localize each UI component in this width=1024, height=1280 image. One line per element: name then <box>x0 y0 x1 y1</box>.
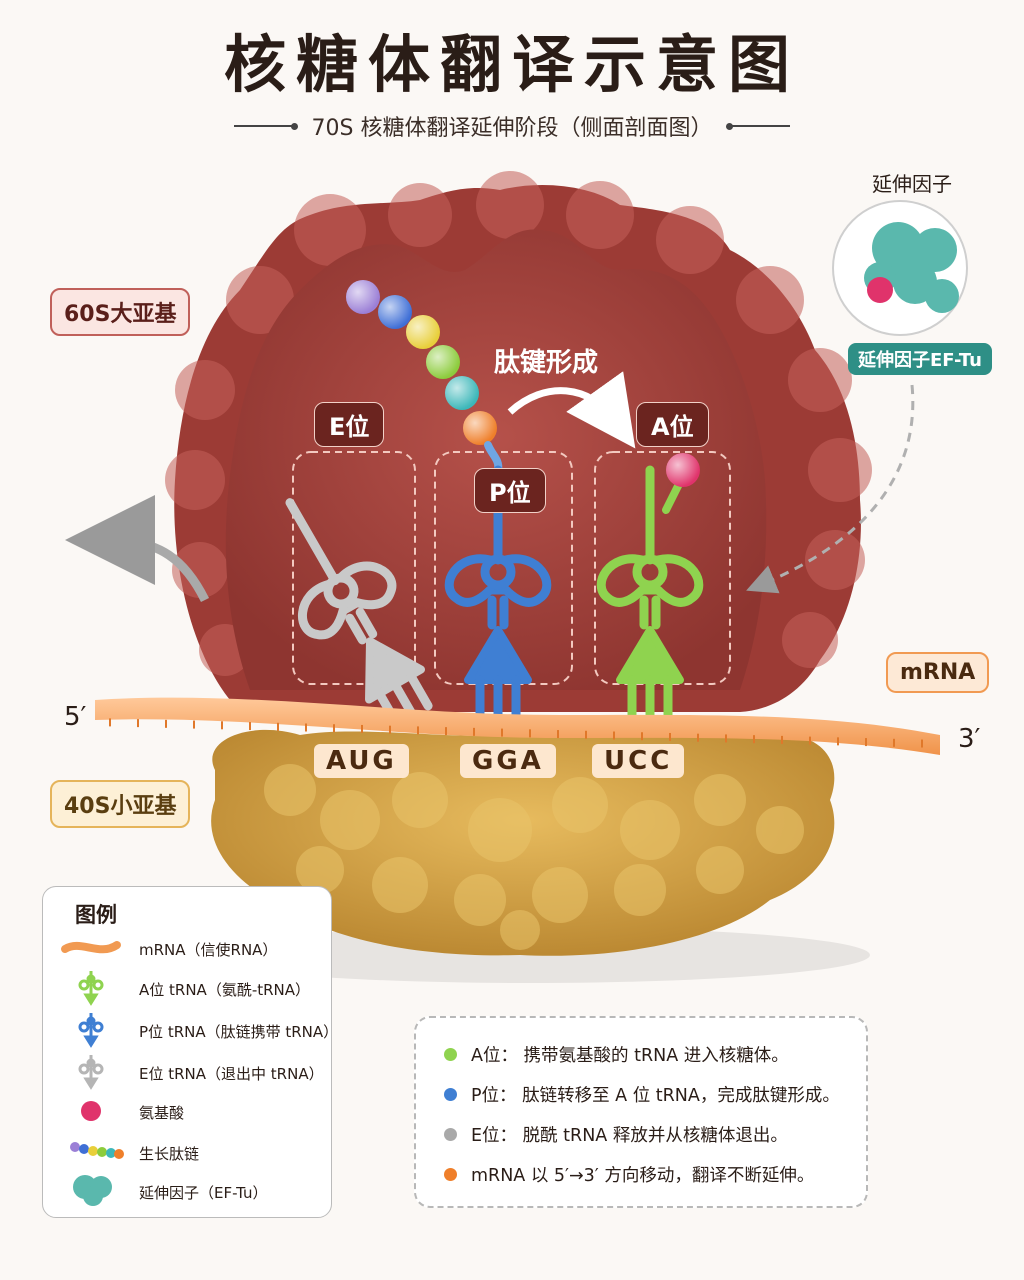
note-p-site: P位： 肽链转移至 A 位 tRNA，完成肽键形成。 <box>444 1082 840 1107</box>
ef-tu-inset <box>833 201 967 335</box>
legend-item-trna-a: A位 tRNA（氨酰-tRNA） <box>139 979 310 1000</box>
mrna-icon <box>65 945 117 949</box>
note-dot-p <box>444 1088 457 1101</box>
a-site-label: A位 <box>636 402 709 447</box>
legend-item-trna-e: E位 tRNA（退出中 tRNA） <box>139 1063 324 1084</box>
trna-e-icon <box>80 1055 102 1087</box>
mrna-label: mRNA <box>886 652 989 693</box>
peptide-bond-label: 肽键形成 <box>494 342 598 379</box>
legend-icon-column <box>59 887 129 1207</box>
note-text-a: A位： 携带氨基酸的 tRNA 进入核糖体。 <box>471 1042 789 1067</box>
e-site-label: E位 <box>314 402 384 447</box>
legend-item-peptide-chain: 生长肽链 <box>139 1143 199 1164</box>
note-text-e: E位： 脱酰 tRNA 释放并从核糖体退出。 <box>471 1122 788 1147</box>
notes-panel: A位： 携带氨基酸的 tRNA 进入核糖体。 P位： 肽链转移至 A 位 tRN… <box>414 1016 868 1208</box>
trna-p-icon <box>80 1013 102 1045</box>
note-dot-e <box>444 1128 457 1141</box>
amino-acid-icon <box>81 1101 101 1121</box>
p-site-label: P位 <box>474 468 546 513</box>
codon-p: GGA <box>460 744 556 778</box>
ef-title: 延伸因子 <box>872 168 952 197</box>
note-mrna: mRNA 以 5′→3′ 方向移动，翻译不断延伸。 <box>444 1162 814 1187</box>
codon-e: AUG <box>314 744 409 778</box>
codon-a: UCC <box>592 744 684 778</box>
note-a-site: A位： 携带氨基酸的 tRNA 进入核糖体。 <box>444 1042 789 1067</box>
small-subunit-label: 40S小亚基 <box>50 780 190 828</box>
legend-item-ef-tu: 延伸因子（EF-Tu） <box>139 1182 268 1203</box>
note-text-p: P位： 肽链转移至 A 位 tRNA，完成肽键形成。 <box>471 1082 840 1107</box>
note-text-mrna: mRNA 以 5′→3′ 方向移动，翻译不断延伸。 <box>471 1162 814 1187</box>
large-subunit-60s <box>165 171 872 712</box>
legend-item-trna-p: P位 tRNA（肽链携带 tRNA） <box>139 1021 338 1042</box>
legend-item-mrna: mRNA（信使RNA） <box>139 939 277 960</box>
trna-a-icon <box>80 971 102 1003</box>
note-dot-a <box>444 1048 457 1061</box>
note-dot-mrna <box>444 1168 457 1181</box>
peptide-chain-icon <box>70 1142 124 1159</box>
ef-tu-icon <box>73 1175 112 1206</box>
large-subunit-label: 60S大亚基 <box>50 288 190 336</box>
three-prime-label: 3′ <box>958 724 980 754</box>
five-prime-label: 5′ <box>64 702 86 732</box>
ef-badge: 延伸因子EF-Tu <box>848 343 992 375</box>
legend-item-amino-acid: 氨基酸 <box>139 1102 184 1123</box>
note-e-site: E位： 脱酰 tRNA 释放并从核糖体退出。 <box>444 1122 788 1147</box>
legend-panel: 图例 mRNA（信使RNA） A位 tRNA（氨酰-tRNA） P位 tRNA（… <box>42 886 332 1218</box>
